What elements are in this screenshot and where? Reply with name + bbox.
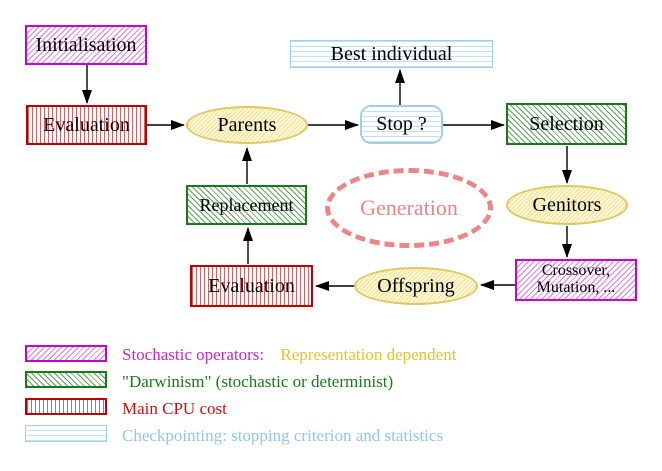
legend-label-stochastic-operators: Stochastic operators: Representation dep…	[122, 346, 456, 363]
node-generation: Generation	[325, 168, 493, 248]
node-best-individual: Best individual	[290, 40, 493, 68]
legend-label-stochastic-operators-part1: Stochastic operators:	[122, 345, 265, 364]
node-evaluation-bottom-label: Evaluation	[208, 274, 295, 297]
node-selection-label: Selection	[529, 112, 604, 135]
node-generation-label: Generation	[360, 195, 458, 221]
node-offspring: Parents Offspring	[354, 267, 478, 305]
node-crossover-mutation: Crossover, Mutation, ...	[515, 259, 637, 301]
node-initialisation: Initialisation	[25, 25, 147, 65]
node-genitors-label: Genitors	[532, 193, 602, 216]
node-stop-label: Stop ?	[376, 113, 427, 135]
legend-label-main-cpu-cost: Main CPU cost	[122, 399, 227, 418]
node-evaluation-bottom: Evaluation	[190, 265, 313, 307]
node-crossover-line1: Crossover,	[541, 262, 611, 280]
node-stop: Stop ?	[360, 105, 443, 144]
node-evaluation-top: Evaluation	[26, 105, 147, 145]
legend-label-darwinism: "Darwinism" (stochastic or determinist)	[122, 372, 394, 391]
legend-swatch-main-cpu-cost	[25, 398, 107, 415]
node-selection: Selection	[506, 103, 627, 145]
node-parents-label: Parents	[217, 113, 277, 136]
node-genitors: Genitors	[506, 185, 628, 225]
node-replacement: Replacement	[186, 185, 307, 225]
legend-swatch-stochastic-operators	[25, 345, 107, 362]
node-best-individual-label: Best individual	[330, 42, 453, 65]
node-replacement-label: Replacement	[199, 194, 294, 215]
node-initialisation-label: Initialisation	[35, 33, 137, 56]
node-crossover-line2: Mutation, ...	[536, 279, 616, 296]
node-evaluation-top-label: Evaluation	[43, 113, 130, 136]
legend-label-checkpointing: Checkpointing: stopping criterion and st…	[122, 426, 444, 445]
legend-swatch-checkpointing	[25, 425, 107, 442]
node-parents: Parents	[186, 106, 308, 144]
legend-swatch-darwinism	[25, 371, 107, 388]
node-offspring-text: Offspring	[377, 274, 455, 297]
legend-label-representation-dependent: Representation dependent	[280, 345, 457, 364]
